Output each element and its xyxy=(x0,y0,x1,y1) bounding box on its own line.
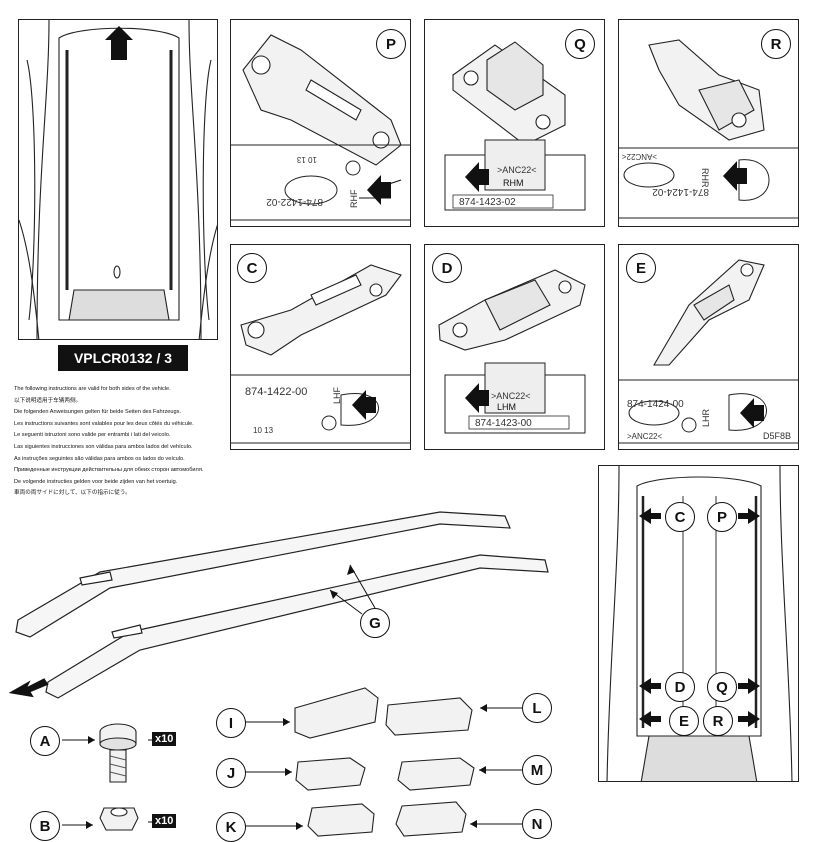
vehicle-roof-overview-panel xyxy=(18,19,218,340)
arrow-icon xyxy=(738,678,760,694)
arrow-icon xyxy=(367,175,391,205)
roof-label-d: D xyxy=(665,672,695,702)
arrow-icon xyxy=(465,383,489,413)
arrow-icon xyxy=(738,711,760,727)
part-number-label: 874-1423-00 xyxy=(475,418,532,429)
part-letter-j: J xyxy=(216,758,246,788)
part-number-label: 874-1424-02 xyxy=(652,186,709,197)
instruction-zh: 以下说明适用于车辆两侧。 xyxy=(14,397,82,404)
side-label: RHM xyxy=(503,178,524,188)
roof-label-r: R xyxy=(703,706,733,736)
bracket-panel-r: 874-1424-02 RHR >ANC22< R xyxy=(618,19,799,227)
part-number-label: 874-1422-00 xyxy=(245,386,307,398)
roof-label-p: P xyxy=(707,502,737,532)
forward-arrow-icon xyxy=(105,26,133,60)
instruction-en: The following instructions are valid for… xyxy=(14,386,171,392)
bracket-letter-e: E xyxy=(626,253,656,283)
side-label: LHF xyxy=(332,386,342,404)
bracket-letter-d: D xyxy=(432,253,462,283)
instructions-list: The following instructions are valid for… xyxy=(14,384,314,500)
instruction-nl: De volgende instructies gelden voor beid… xyxy=(14,478,178,485)
bracket-letter-c: C xyxy=(237,253,267,283)
bracket-letter-p: P xyxy=(376,29,406,59)
part-letter-k: K xyxy=(216,812,246,842)
bracket-d-drawing: >ANC22< LHM 874-1423-00 xyxy=(438,269,586,434)
bracket-q-drawing: >ANC22< RHM 874-1423-02 xyxy=(444,41,586,211)
bracket-panel-q: >ANC22< RHM 874-1423-02 Q xyxy=(424,19,605,227)
bracket-c-drawing: 874-1422-00 LHF 10 13 xyxy=(231,264,410,444)
part-letter-i: I xyxy=(216,708,246,738)
part-letter-a: A xyxy=(30,726,60,756)
bracket-p-drawing: 874-1422-02 RHF 10 13 xyxy=(231,34,410,221)
code-label: >ANC22< xyxy=(622,152,657,161)
vehicle-roof-drawing xyxy=(19,20,217,339)
code-label: >ANC22< xyxy=(491,391,531,401)
part-letter-m: M xyxy=(522,755,552,785)
instruction-fr: Les instructions suivantes sont valables… xyxy=(14,420,194,427)
bracket-letter-q: Q xyxy=(565,29,595,59)
roof-bracket-layout-panel: C P D Q E R xyxy=(598,465,799,782)
part-number-label: 874-1424-00 xyxy=(627,399,684,410)
bracket-panel-e: 874-1424-00 >ANC22< LHR D5F8B E xyxy=(618,244,799,450)
reference-label: D5F8B xyxy=(763,431,791,441)
instruction-pt: As instruções seguintes são válidas para… xyxy=(14,455,185,462)
code-label: >ANC22< xyxy=(497,165,537,175)
nut-quantity-badge: x10 xyxy=(152,814,177,828)
end-cap-i xyxy=(294,687,379,739)
end-cap-l xyxy=(385,697,473,736)
arrow-icon xyxy=(352,390,376,420)
end-cap-m xyxy=(397,757,475,791)
part-letter-g: G xyxy=(360,608,390,638)
roof-label-e: E xyxy=(669,706,699,736)
bolt-icon xyxy=(99,723,137,783)
arrow-icon xyxy=(465,162,489,192)
code-label: >ANC22< xyxy=(627,432,662,441)
instruction-ru: Приведенные инструкции действительны для… xyxy=(14,467,204,474)
arrow-icon xyxy=(639,508,661,524)
bracket-r-drawing: 874-1424-02 RHR >ANC22< xyxy=(619,39,798,219)
side-label: LHR xyxy=(701,408,711,427)
arrow-icon xyxy=(738,508,760,524)
arrow-icon xyxy=(723,161,747,191)
bolt-quantity-badge: x10 xyxy=(152,732,177,746)
part-number-label: 874-1423-02 xyxy=(459,197,516,208)
roof-layout-drawing xyxy=(606,466,793,781)
end-cap-k xyxy=(307,803,375,837)
side-label: RHF xyxy=(349,189,359,208)
end-cap-n xyxy=(395,801,467,837)
bracket-e-drawing: 874-1424-00 >ANC22< LHR D5F8B xyxy=(619,259,798,444)
instruction-de: Die folgenden Anweisungen gelten für bei… xyxy=(14,409,181,416)
bracket-panel-p: 874-1422-02 RHF 10 13 P xyxy=(230,19,411,227)
bracket-panel-c: 874-1422-00 LHF 10 13 C xyxy=(230,244,411,450)
nut-icon xyxy=(99,807,139,831)
bracket-letter-r: R xyxy=(761,29,791,59)
instruction-ja: 車両の両サイドに対して、以下の指示に従う。 xyxy=(14,490,131,497)
date-code-label: 10 13 xyxy=(253,426,274,435)
part-letter-n: N xyxy=(522,809,552,839)
bracket-panel-d: >ANC22< LHM 874-1423-00 D xyxy=(424,244,605,450)
arrow-icon xyxy=(639,711,661,727)
arrow-icon xyxy=(740,398,764,428)
reference-code: VPLCR0132 / 3 xyxy=(58,345,188,371)
part-letter-l: L xyxy=(522,693,552,723)
side-label: RHR xyxy=(700,168,710,188)
instruction-es: Las siguientes instrucciones son válidas… xyxy=(14,443,193,450)
roof-label-c: C xyxy=(665,502,695,532)
end-cap-j xyxy=(295,757,366,791)
instruction-it: Le seguenti istruzioni sono valide per e… xyxy=(14,432,171,439)
direction-arrow-icon xyxy=(8,678,49,698)
date-code-label: 10 13 xyxy=(296,155,317,164)
arrow-icon xyxy=(639,678,661,694)
roof-label-q: Q xyxy=(707,672,737,702)
part-letter-b: B xyxy=(30,811,60,841)
part-number-label: 874-1422-02 xyxy=(266,196,323,207)
location-arrows xyxy=(639,508,760,727)
side-label: LHM xyxy=(497,402,516,412)
